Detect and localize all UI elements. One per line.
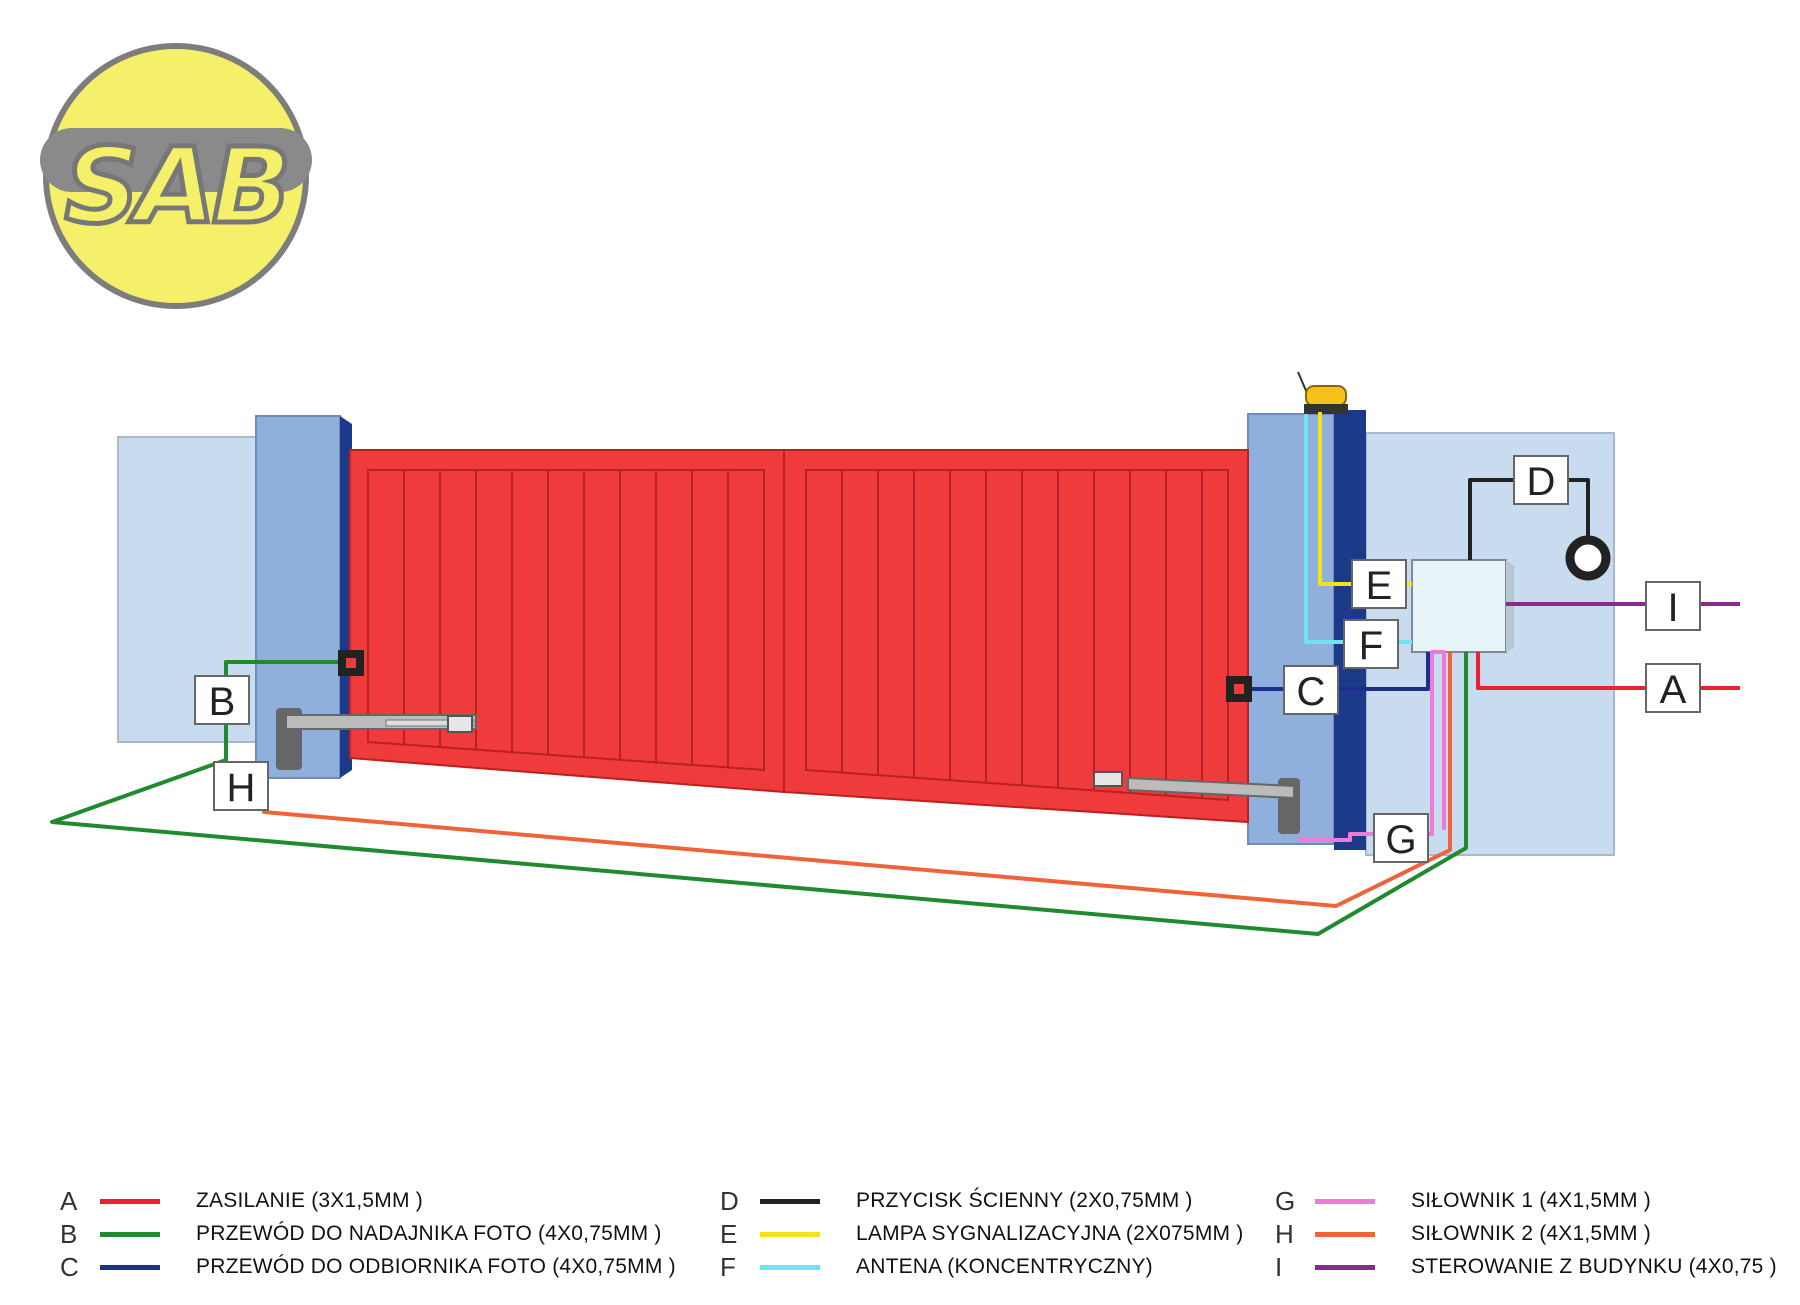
logo-text: SAB (65, 125, 288, 247)
legend-swatch (100, 1264, 160, 1270)
legend-swatch (1315, 1231, 1375, 1237)
legend-text: ZASILANIE (3X1,5MM ) (196, 1189, 423, 1212)
svg-text:E: E (1366, 564, 1393, 608)
gate-left-leaf (349, 449, 785, 794)
legend-text: PRZYCISK ŚCIENNY (2X0,75MM ) (856, 1189, 1193, 1212)
label-i: I (1645, 581, 1701, 631)
warning-lamp (1297, 371, 1348, 414)
legend-text: PRZEWÓD DO NADAJNIKA FOTO (4X0,75MM ) (196, 1222, 662, 1245)
legend-text: LAMPA SYGNALIZACYJNA (2X075MM ) (856, 1222, 1244, 1245)
svg-text:A: A (1660, 668, 1687, 712)
svg-text:B: B (209, 680, 236, 724)
legend-swatch (1315, 1264, 1375, 1270)
legend-letter: F (720, 1251, 736, 1282)
legend-item-a: A ZASILANIE (3X1,5MM ) (60, 1185, 423, 1217)
wall-button (1565, 535, 1611, 581)
svg-text:D: D (1527, 460, 1556, 504)
sab-logo: SAB (40, 43, 312, 309)
label-c: C (1283, 665, 1339, 715)
legend-swatch (760, 1231, 820, 1237)
legend-letter: A (60, 1185, 78, 1216)
control-unit (1411, 559, 1507, 653)
legend-text: STEROWANIE Z BUDYNKU (4X0,75 ) (1411, 1255, 1777, 1278)
legend-text: SIŁOWNIK 1 (4X1,5MM ) (1411, 1189, 1651, 1212)
legend-text: PRZEWÓD DO ODBIORNIKA FOTO (4X0,75MM ) (196, 1255, 676, 1278)
svg-text:I: I (1667, 586, 1678, 630)
legend-letter: I (1275, 1251, 1283, 1282)
legend-item-d: D PRZYCISK ŚCIENNY (2X0,75MM ) (720, 1185, 1193, 1217)
legend-letter: B (60, 1218, 78, 1249)
label-f: F (1343, 619, 1399, 669)
legend-item-g: G SIŁOWNIK 1 (4X1,5MM ) (1275, 1185, 1651, 1217)
legend-swatch (1315, 1198, 1375, 1204)
gate-right-leaf (783, 449, 1249, 824)
legend-item-b: B PRZEWÓD DO NADAJNIKA FOTO (4X0,75MM ) (60, 1218, 662, 1250)
legend-letter: E (720, 1218, 738, 1249)
legend-text: SIŁOWNIK 2 (4X1,5MM ) (1411, 1222, 1651, 1245)
legend-swatch (760, 1198, 820, 1204)
svg-text:H: H (227, 766, 256, 810)
label-d: D (1513, 455, 1569, 505)
legend-letter: G (1275, 1185, 1296, 1216)
actuator-right (1093, 771, 1300, 834)
legend-item-e: E LAMPA SYGNALIZACYJNA (2X075MM ) (720, 1218, 1243, 1250)
wire-a (1476, 652, 1726, 690)
legend-swatch (100, 1198, 160, 1204)
svg-text:C: C (1297, 670, 1326, 714)
label-g: G (1373, 813, 1429, 863)
actuator-left (276, 708, 477, 770)
wire-g (1298, 650, 1446, 842)
legend-swatch (760, 1264, 820, 1270)
legend-item-i: I STEROWANIE Z BUDYNKU (4X0,75 ) (1275, 1251, 1777, 1283)
legend-item-h: H SIŁOWNIK 2 (4X1,5MM ) (1275, 1218, 1651, 1250)
legend-item-c: C PRZEWÓD DO ODBIORNIKA FOTO (4X0,75MM ) (60, 1251, 676, 1283)
legend-letter: D (720, 1185, 739, 1216)
legend-item-f: F ANTENA (KONCENTRYCZNY) (720, 1251, 1153, 1283)
legend-swatch (100, 1231, 160, 1237)
legend-letter: H (1275, 1218, 1294, 1249)
legend-letter: C (60, 1251, 79, 1282)
label-b: B (194, 675, 250, 725)
legend-text: ANTENA (KONCENTRYCZNY) (856, 1255, 1153, 1278)
wire-b (50, 652, 1468, 936)
legend: A ZASILANIE (3X1,5MM ) B PRZEWÓD DO NADAJNI… (60, 1185, 1777, 1295)
label-e: E (1351, 559, 1407, 609)
svg-text:F: F (1359, 624, 1383, 668)
label-h: H (213, 761, 269, 811)
label-a: A (1645, 663, 1701, 713)
svg-text:G: G (1385, 818, 1416, 862)
